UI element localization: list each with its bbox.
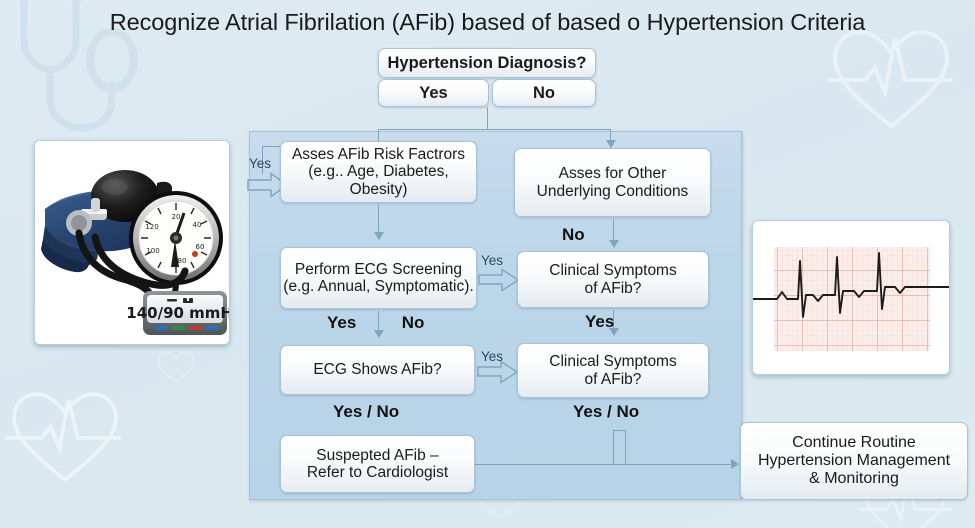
box-hypertension-yes[interactable]: Yes: [378, 79, 489, 107]
box-clinical-symptoms-of-afib-2[interactable]: Clinical Symptoms of AFib?: [517, 343, 709, 398]
svg-text:100: 100: [146, 247, 159, 255]
box-label-line1: Asses AFib Risk Factrors: [291, 145, 466, 163]
box-label-line2: of AFib?: [584, 370, 642, 388]
connector-line: [487, 107, 488, 129]
svg-text:60: 60: [196, 243, 205, 251]
connector-label-no: No: [562, 225, 585, 244]
box-label: Yes: [419, 83, 448, 102]
connector-label-no: No: [401, 313, 425, 332]
box-label: No: [533, 83, 555, 102]
connector-line: [613, 430, 614, 464]
connector-line: [613, 430, 625, 431]
page-title: Recognize Atrial Fibrilation (AFib) base…: [109, 9, 866, 35]
connector-label-yes-no: Yes / No: [333, 402, 400, 421]
connector-label-yes: Yes: [249, 156, 272, 171]
box-hypertension-diagnosis[interactable]: Hypertension Diagnosis?: [378, 48, 596, 78]
connector-line: [378, 311, 379, 337]
svg-text:40: 40: [193, 221, 202, 229]
connector-line: [378, 205, 379, 235]
box-asses-afib-risk-factors[interactable]: Asses AFib Risk Factrors (e.g.. Age, Dia…: [280, 141, 477, 203]
connector-label-yes: Yes: [481, 253, 504, 268]
connector-line: [378, 129, 379, 147]
arrow-head-right-icon: [731, 459, 739, 469]
box-label-line2: Hypertension Management: [757, 452, 951, 470]
box-label: ECG Shows AFib?: [313, 361, 442, 379]
arrow-head-down-icon: [609, 328, 619, 336]
connector-line: [262, 146, 263, 174]
heartbeat-heart-watermark-icon: [5, 385, 125, 487]
box-clinical-symptoms-of-afib-1[interactable]: Clinical Symptoms of AFib?: [517, 251, 709, 308]
box-label-line2: of AFib?: [584, 279, 642, 297]
connector-label-yes: Yes: [481, 349, 504, 364]
box-hypertension-no[interactable]: No: [492, 79, 596, 107]
connector-line: [625, 430, 626, 464]
ecg-rhythm-strip-photo: [752, 220, 950, 375]
box-label-line1: Clinical Symptoms: [549, 353, 677, 371]
svg-text:140/90 mmHg: 140/90 mmHg: [126, 304, 230, 322]
connector-line: [613, 310, 614, 335]
box-suspected-afib-refer-cardiologist[interactable]: Suspepted AFib – Refer to Cardiologist: [280, 435, 475, 493]
svg-text:80: 80: [178, 257, 187, 265]
box-label-line2: Underlying Conditions: [536, 182, 689, 200]
block-arrow-right-icon: [478, 268, 520, 297]
box-label-line2: Refer to Cardiologist: [306, 464, 449, 481]
arrow-head-down-icon: [374, 330, 384, 338]
box-continue-routine-hypertension-management[interactable]: Continue Routine Hypertension Management…: [740, 422, 968, 500]
box-asses-other-underlying-conditions[interactable]: Asses for Other Underlying Conditions: [514, 148, 711, 217]
box-label-line1: Continue Routine: [792, 434, 916, 452]
box-label-line2: (e.g.. Age, Diabetes, Obesity): [308, 163, 449, 198]
connector-label-yes: Yes: [327, 313, 357, 332]
box-perform-ecg-screening[interactable]: Perform ECG Screening (e.g. Annual, Symp…: [280, 247, 477, 309]
box-label-line1: Perform ECG Screening: [294, 260, 463, 278]
connector-line: [610, 129, 611, 148]
svg-text:120: 120: [145, 223, 158, 231]
heartbeat-heart-watermark-icon: [825, 22, 957, 134]
connector-line: [378, 129, 610, 130]
box-label-line1: Clinical Symptoms: [549, 262, 677, 280]
heart-outline-watermark-icon: [155, 348, 197, 386]
box-ecg-shows-afib[interactable]: ECG Shows AFib?: [280, 345, 475, 395]
svg-text:20: 20: [172, 213, 181, 221]
connector-label-yes-no: Yes / No: [573, 402, 640, 421]
box-label-line1: Asses for Other: [558, 165, 667, 183]
connector-line: [613, 219, 614, 243]
block-arrow-right-icon: [477, 360, 519, 389]
block-arrow-right-icon: [247, 172, 289, 203]
arrow-head-down-icon: [606, 140, 616, 148]
box-label-line1: Suspepted AFib –: [316, 446, 439, 464]
connector-line: [475, 464, 737, 465]
box-label-line2: (e.g. Annual, Symptomatic).: [283, 278, 474, 295]
connector-label-yes-no: Yes No: [327, 313, 424, 333]
sphygmomanometer-photo: 20 40 60 80 100 120: [34, 140, 230, 345]
box-label: Hypertension Diagnosis?: [387, 53, 587, 72]
arrow-head-down-icon: [374, 232, 384, 240]
arrow-head-down-icon: [609, 240, 619, 248]
connector-label-yes: Yes: [585, 312, 615, 331]
box-label-line3: & Monitoring: [809, 469, 899, 487]
